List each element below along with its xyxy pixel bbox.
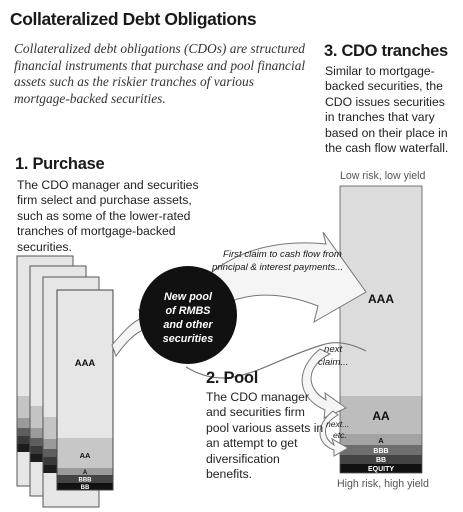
- cdo-a-tranche: [340, 434, 422, 445]
- mbs-aaa-label: AAA: [75, 358, 96, 369]
- next-etc-text-1: next...: [326, 419, 349, 429]
- purchase-text: The CDO manager and securities firm sele…: [17, 178, 199, 254]
- mbs-a-label: A: [83, 470, 88, 476]
- pool-circle-line-4: securities: [163, 333, 213, 345]
- next-claim-arrow: [301, 348, 347, 419]
- next-etc-arrow: [319, 410, 350, 457]
- cdo-aa-tranche: [340, 396, 422, 434]
- first-claim-text-1: First claim to cash flow from: [223, 249, 342, 260]
- mbs-bbb-label: BBB: [79, 478, 93, 484]
- intro-text: Collateralized debt obligations (CDOs) a…: [14, 41, 306, 106]
- tranches-heading: 3. CDO tranches: [324, 42, 448, 60]
- pool-circle-line-3: and other: [163, 319, 213, 331]
- mbs-bb-label: BB: [81, 485, 90, 491]
- cdo-aa-label: AA: [372, 409, 390, 423]
- pool-circle-line-1: New pool: [164, 291, 213, 303]
- pool-circle-line-2: of RMBS: [166, 305, 212, 317]
- purchase-heading: 1. Purchase: [15, 155, 105, 173]
- mbs-aa-label: AA: [80, 451, 91, 460]
- pool-text: The CDO manager and securities firm pool…: [206, 390, 324, 482]
- high-risk-label: High risk, high yield: [337, 478, 429, 490]
- cdo-equity-label: EQUITY: [368, 466, 394, 473]
- cdo-a-label: A: [378, 436, 384, 445]
- pool-heading: 2. Pool: [206, 369, 258, 387]
- tranches-text: Similar to mortgage-backed securities, t…: [325, 64, 449, 156]
- pool-flow-line: [185, 342, 367, 379]
- low-risk-label: Low risk, low yield: [340, 170, 426, 182]
- next-claim-text-1: next: [324, 344, 342, 355]
- next-claim-text-2: claim...: [318, 357, 348, 368]
- cdo-aaa-label: AAA: [368, 292, 394, 306]
- mbs-sheet-front: AAA AA A BBB BB: [56, 289, 114, 491]
- cdo-bb-tranche: [340, 455, 422, 464]
- mbs-stack: AAA AA A BBB BB: [16, 255, 114, 508]
- cdo-bb-label: BB: [376, 457, 386, 464]
- cdo-bbb-tranche: [340, 445, 422, 455]
- next-etc-text-2: etc.: [333, 430, 347, 440]
- cdo-bbb-label: BBB: [373, 448, 388, 455]
- cdo-equity-tranche: [340, 464, 422, 473]
- cdo-tranche-bar: AAA AA A BBB BB EQUITY: [339, 185, 423, 474]
- page-title: Collateralized Debt Obligations: [10, 9, 257, 29]
- first-claim-text-2: principal & interest payments...: [211, 262, 343, 273]
- pool-circle: New pool of RMBS and other securities: [139, 266, 237, 364]
